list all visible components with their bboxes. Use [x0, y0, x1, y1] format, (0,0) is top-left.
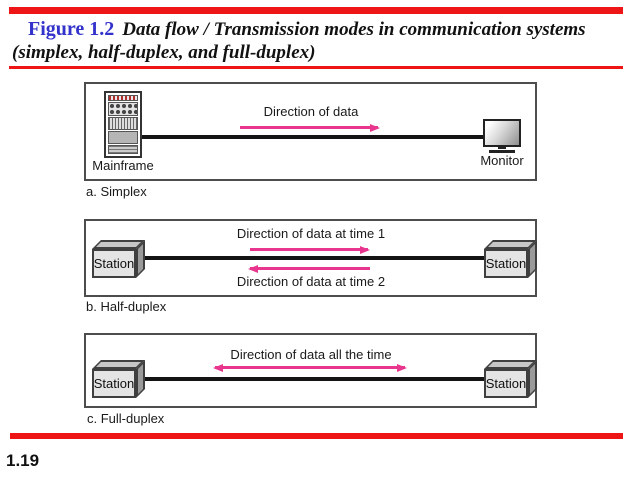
title-divider-line — [9, 66, 623, 69]
direction-time2-label: Direction of data at time 2 — [236, 274, 386, 289]
caption-simplex: a. Simplex — [86, 184, 147, 199]
top-accent-bar — [9, 7, 623, 14]
station-box-side — [528, 240, 537, 278]
title-line: Figure 1.2 Data flow / Transmission modes… — [12, 18, 627, 42]
monitor-icon — [483, 119, 521, 153]
slide-title: Figure 1.2 Data flow / Transmission modes… — [12, 18, 627, 64]
direction-of-data-label: Direction of data — [263, 104, 359, 119]
station-box-side — [136, 360, 145, 398]
transmission-line — [145, 377, 484, 381]
simplex-panel: Mainframe Direction of data Monitor — [84, 82, 537, 181]
station-icon-right: Station — [484, 240, 537, 278]
station-label: Station — [92, 369, 136, 398]
data-flow-arrow-right — [240, 123, 380, 132]
station-label: Station — [484, 249, 528, 278]
mainframe-label: Mainframe — [92, 158, 154, 173]
mainframe-lights — [108, 95, 138, 101]
station-box-side — [136, 240, 145, 278]
station-icon-right: Station — [484, 360, 537, 398]
mainframe-grill — [108, 145, 138, 154]
monitor-screen — [483, 119, 521, 147]
caption-full-duplex: c. Full-duplex — [87, 411, 165, 426]
direction-all-time-label: Direction of data all the time — [230, 347, 392, 362]
figure-number: Figure 1.2 — [28, 18, 115, 40]
mainframe-icon — [104, 91, 142, 158]
bottom-accent-bar — [10, 433, 623, 439]
data-flow-arrow-right — [250, 245, 370, 254]
monitor-neck — [498, 147, 506, 149]
station-box-side — [528, 360, 537, 398]
station-label: Station — [92, 249, 136, 278]
transmission-line — [145, 256, 484, 260]
station-icon-left: Station — [92, 360, 145, 398]
data-flow-arrow-left — [248, 264, 370, 273]
figure-subtitle: (simplex, half-duplex, and full-duplex) — [12, 42, 316, 63]
direction-time1-label: Direction of data at time 1 — [236, 226, 386, 241]
figure-title: Data flow / Transmission modes in commun… — [122, 19, 586, 40]
mainframe-panel — [108, 131, 138, 144]
mainframe-vents — [108, 102, 138, 116]
station-icon-left: Station — [92, 240, 145, 278]
transmission-line — [142, 135, 484, 139]
monitor-label: Monitor — [480, 153, 524, 168]
half-duplex-panel: Station Station Direction of data at tim… — [84, 219, 537, 297]
mainframe-slots — [108, 117, 138, 130]
page-number: 1.19 — [6, 451, 40, 470]
full-duplex-panel: Station Station Direction of data all th… — [84, 333, 537, 408]
monitor-base — [489, 150, 515, 153]
data-flow-arrow-both — [213, 363, 407, 372]
station-label: Station — [484, 369, 528, 398]
caption-half-duplex: b. Half-duplex — [86, 299, 167, 314]
